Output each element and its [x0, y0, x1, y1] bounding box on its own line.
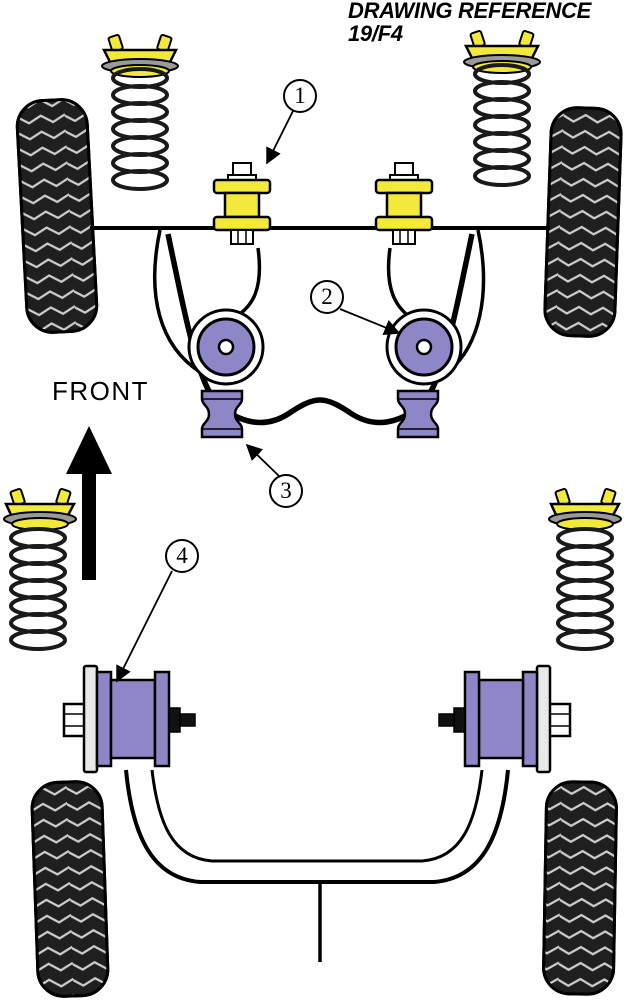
coil-spring-rear-right — [556, 527, 614, 651]
tire-front-left — [15, 98, 99, 334]
top-mount-front-right — [463, 30, 541, 74]
bush-1-right — [374, 162, 434, 245]
rear-axle-beam — [124, 769, 510, 962]
bush-4-right — [438, 664, 572, 774]
bush-2-left — [187, 308, 265, 386]
tire-rear-right — [542, 780, 618, 996]
front-direction-arrow — [66, 426, 112, 580]
callout-2-number: 2 — [321, 284, 333, 309]
callout-4: 4 — [165, 539, 199, 573]
top-mount-rear-right — [548, 488, 622, 531]
coil-spring-rear-left — [9, 527, 67, 651]
drawing-reference-title: DRAWING REFERENCE — [348, 0, 592, 23]
bush-4-left — [62, 664, 196, 774]
callout-1-number: 1 — [294, 83, 306, 108]
callout-1: 1 — [283, 79, 317, 113]
top-mount-front-left — [101, 34, 179, 78]
bush-2-right — [385, 308, 463, 386]
callout-2: 2 — [310, 280, 344, 314]
callout-3-number: 3 — [280, 478, 292, 503]
bush-1-left — [212, 162, 272, 245]
drawing-reference-code: 19/F4 — [348, 20, 403, 46]
drawing-reference-block: DRAWING REFERENCE 19/F4 — [348, 0, 591, 45]
tire-rear-left — [30, 780, 110, 998]
coil-spring-front-right — [473, 63, 531, 187]
callout-4-number: 4 — [176, 543, 188, 568]
callout-leader-lines — [116, 110, 401, 683]
front-label: FRONT — [52, 376, 150, 406]
tire-front-right — [543, 106, 623, 338]
callout-3: 3 — [269, 474, 303, 508]
bush-3-left — [200, 389, 244, 439]
bush-3-right — [396, 389, 440, 439]
coil-spring-front-left — [111, 67, 169, 191]
top-mount-rear-left — [3, 488, 77, 531]
